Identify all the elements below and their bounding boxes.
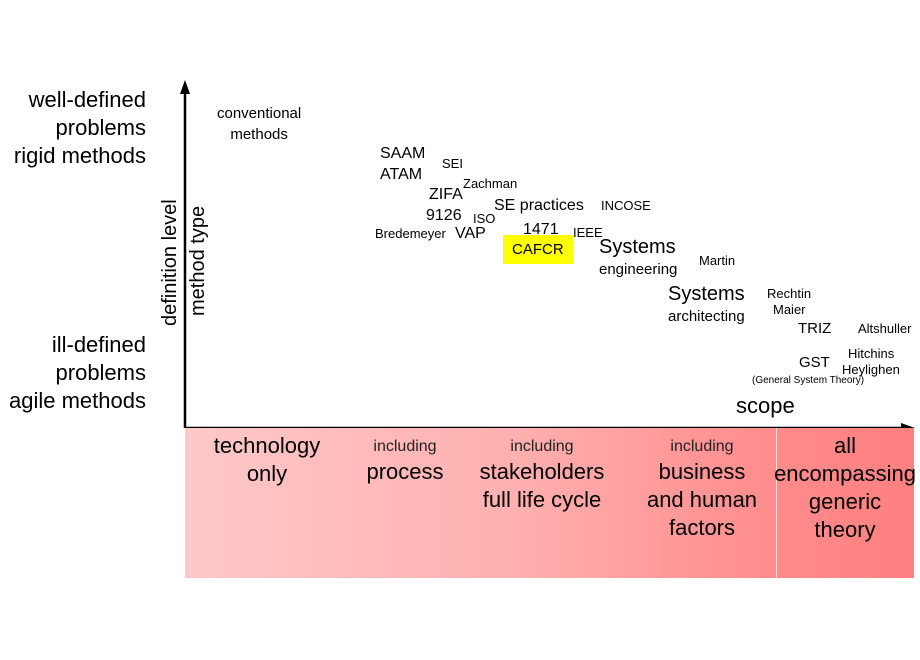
scope-technology-only: technology only — [213, 433, 321, 486]
scope-all-encompassing: all encompassing generic theory — [774, 433, 916, 542]
label-zachman: Zachman — [463, 176, 518, 191]
label-sei: SEI — [442, 156, 463, 171]
scope-including-business: including business and human factors — [646, 438, 758, 540]
y-axis-title-1: definition level — [159, 199, 181, 326]
label-conventional-methods: conventional methods — [217, 105, 302, 143]
scope-band — [185, 428, 914, 578]
y-bottom-line-1: ill-defined — [51, 332, 146, 357]
label-systems-architecting: Systems architecting — [668, 283, 745, 325]
label-saam: SAAM — [380, 145, 426, 162]
y-top-line-3: rigid methods — [13, 143, 146, 168]
y-axis-title-2: method type — [187, 205, 209, 316]
label-se-practices: SE practices — [494, 197, 584, 214]
x-axis-title: scope — [736, 393, 795, 418]
label-cafcr: CAFCR — [503, 235, 573, 264]
label-martin: Martin — [699, 253, 736, 268]
label-rechtin: Rechtin — [767, 286, 812, 301]
y-top-line-1: well-defined — [28, 87, 146, 112]
scope-including-process: including process — [366, 438, 444, 484]
label-triz: TRIZ — [798, 320, 832, 337]
y-top-line-2: problems — [55, 115, 146, 140]
label-iso: ISO — [473, 211, 496, 226]
label-bredemeyer: Bredemeyer — [375, 226, 446, 241]
scope-band-divider — [776, 428, 777, 578]
label-hitchins: Hitchins — [848, 346, 895, 361]
label-gst: GST — [799, 354, 830, 371]
y-label-top: well-defined problems rigid methods — [14, 86, 146, 170]
label-heylighen: Heylighen — [842, 362, 900, 377]
label-gst-full: (General System Theory) — [752, 375, 865, 386]
y-bottom-line-3: agile methods — [9, 388, 146, 413]
label-zifa: ZIFA — [429, 186, 463, 203]
label-ieee: IEEE — [573, 225, 603, 240]
label-maier: Maier — [773, 302, 806, 317]
scope-including-stakeholders: including stakeholders full life cycle — [479, 438, 605, 512]
label-vap: VAP — [455, 225, 486, 242]
label-incose: INCOSE — [601, 198, 651, 213]
label-atam: ATAM — [380, 166, 423, 183]
y-bottom-line-2: problems — [55, 360, 146, 385]
label-systems-engineering: Systems engineering — [599, 236, 678, 278]
label-1471: 1471 — [523, 221, 559, 238]
label-9126: 9126 — [426, 207, 462, 224]
y-axis-arrow — [180, 80, 190, 94]
label-altshuller: Altshuller — [858, 321, 912, 336]
y-label-bottom: ill-defined problems agile methods — [9, 331, 146, 415]
